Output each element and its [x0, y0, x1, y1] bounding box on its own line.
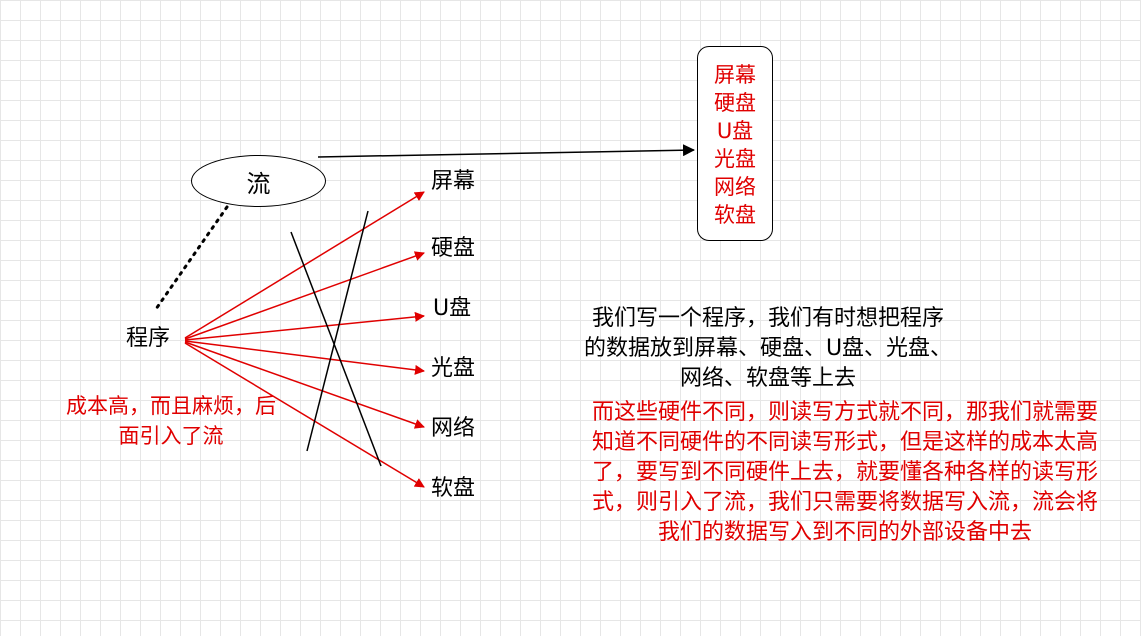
- stream-node: 流: [191, 155, 326, 207]
- device-item-floppy: 软盘: [714, 203, 756, 227]
- target-usb: U盘: [433, 296, 472, 321]
- explanation-black: 我们写一个程序，我们有时想把程序的数据放到屏幕、硬盘、U盘、光盘、网络、软盘等上…: [583, 306, 953, 391]
- device-item-usb: U盘: [716, 119, 754, 143]
- dotted-link-stream-program: [154, 205, 229, 311]
- arrow-program-to-floppy: [184, 342, 425, 488]
- target-harddisk: 硬盘: [431, 236, 476, 261]
- target-floppy: 软盘: [431, 476, 476, 501]
- arrow-stream-to-devices: [317, 144, 695, 158]
- cross-out-line-1: [290, 231, 382, 467]
- device-item-cd: 光盘: [714, 147, 756, 171]
- device-item-harddisk: 硬盘: [714, 91, 756, 115]
- cost-note: 成本高，而且麻烦，后面引入了流: [66, 394, 276, 448]
- device-list-box: 屏幕 硬盘 U盘 光盘 网络 软盘: [697, 46, 773, 241]
- cross-out-line-2: [306, 210, 369, 452]
- arrow-program-to-screen: [184, 191, 425, 339]
- program-label: 程序: [126, 326, 171, 351]
- device-item-screen: 屏幕: [714, 63, 756, 87]
- target-cd: 光盘: [431, 356, 476, 381]
- arrow-program-to-network: [184, 341, 425, 429]
- device-item-network: 网络: [714, 175, 756, 199]
- target-screen: 屏幕: [431, 169, 476, 194]
- explanation-red: 而这些硬件不同，则读写方式就不同，那我们就需要知道不同硬件的不同读写形式，但是这…: [591, 400, 1098, 545]
- arrow-program-to-usb: [184, 311, 425, 341]
- stream-label: 流: [246, 169, 271, 198]
- target-network: 网络: [431, 416, 476, 441]
- arrow-program-to-cd: [184, 340, 425, 375]
- arrow-program-to-harddisk: [184, 251, 425, 340]
